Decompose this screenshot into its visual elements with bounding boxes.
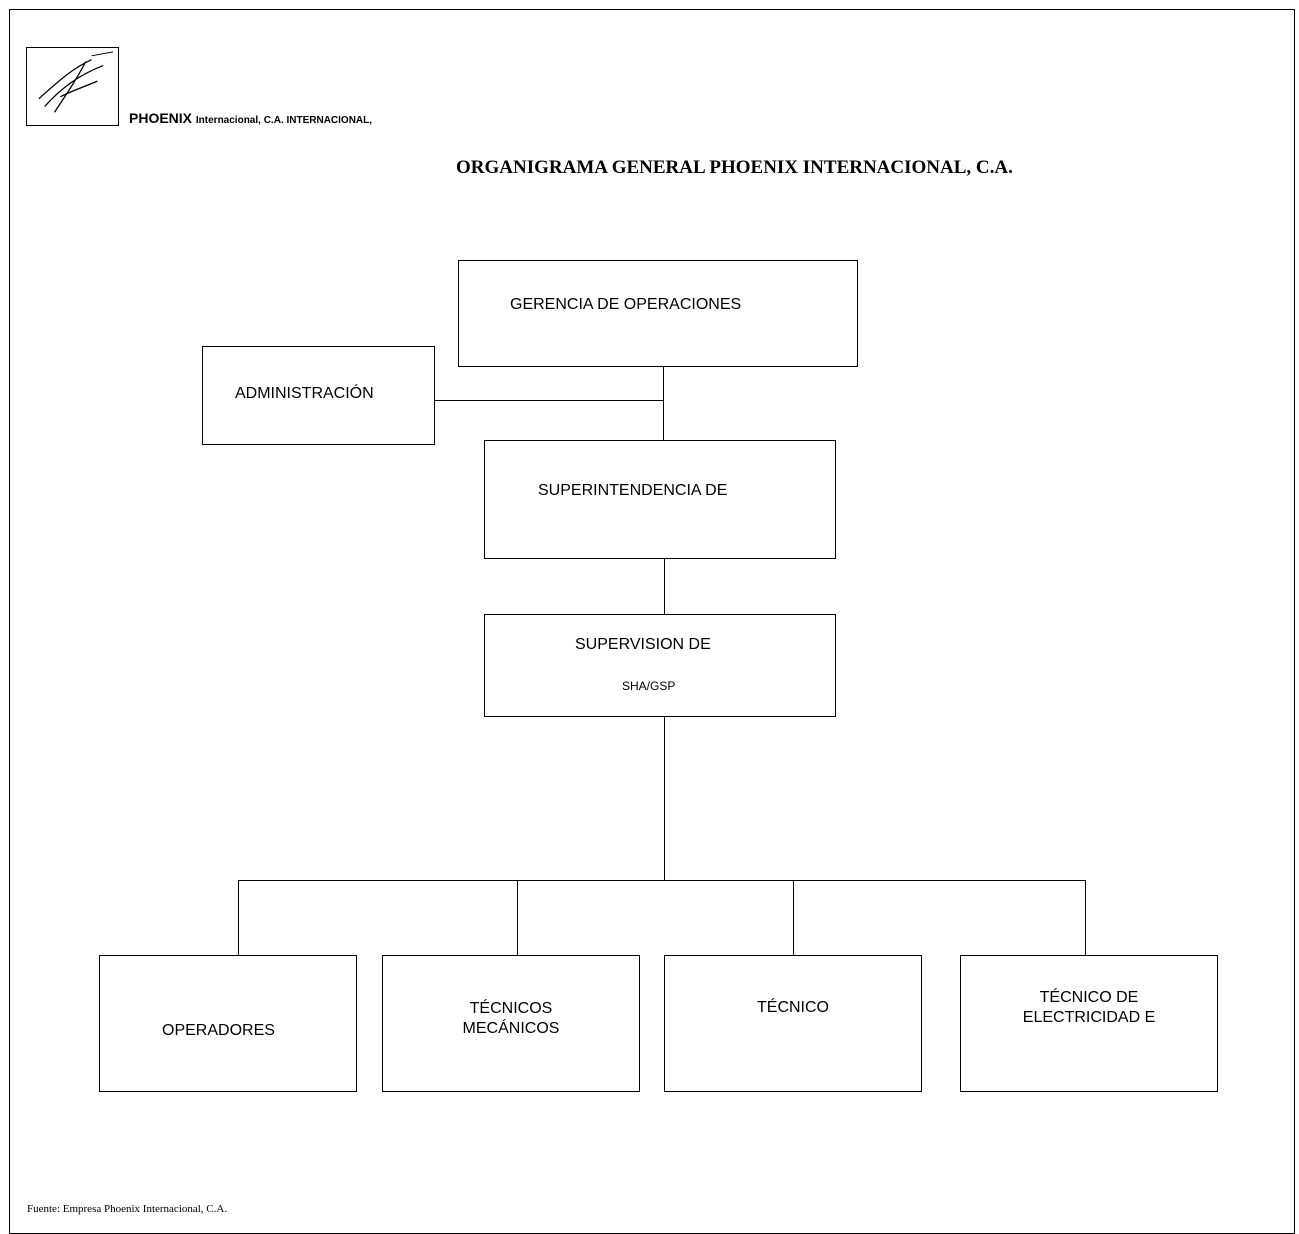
connector-staff-bus xyxy=(238,880,1085,881)
connector-gerencia-superintendencia xyxy=(663,366,664,441)
node-operadores: OPERADORES xyxy=(99,955,357,1092)
node-label: OPERADORES xyxy=(162,1022,275,1039)
node-tecnico-electricidad: TÉCNICO DE ELECTRICIDAD E xyxy=(960,955,1218,1092)
node-label-line1: TÉCNICO DE xyxy=(1039,989,1139,1006)
company-name: PHOENIX Internacional, C.A. INTERNACIONA… xyxy=(129,110,372,126)
node-sublabel: SHA/GSP xyxy=(622,679,676,693)
node-label: SUPERINTENDENCIA DE xyxy=(538,482,728,499)
node-label-line1: TÉCNICOS xyxy=(469,1000,553,1017)
node-label-line2: ELECTRICIDAD E xyxy=(1022,1009,1156,1026)
node-tecnico: TÉCNICO xyxy=(664,955,922,1092)
connector-operadores xyxy=(238,880,239,956)
node-label: GERENCIA DE OPERACIONES xyxy=(510,296,742,313)
node-label-line2: MECÁNICOS xyxy=(462,1020,560,1037)
connector-tecnico xyxy=(793,880,794,956)
node-label: SUPERVISION DE xyxy=(575,636,711,653)
signature-logo-icon xyxy=(38,51,114,113)
company-name-bold: PHOENIX xyxy=(129,110,193,126)
connector-tecnico-electricidad xyxy=(1085,880,1086,956)
company-logo xyxy=(26,47,119,126)
company-name-rest: Internacional, C.A. INTERNACIONAL, xyxy=(195,115,373,126)
node-superintendencia: SUPERINTENDENCIA DE xyxy=(484,440,836,559)
source-note: Fuente: Empresa Phoenix Internacional, C… xyxy=(27,1203,228,1215)
connector-administracion xyxy=(434,400,664,401)
connector-superintendencia-supervision xyxy=(664,558,665,615)
connector-supervision-staff xyxy=(664,716,665,881)
node-label: TÉCNICO xyxy=(757,999,829,1016)
connector-tecnicos-mecanicos xyxy=(517,880,518,956)
node-gerencia-operaciones: GERENCIA DE OPERACIONES xyxy=(458,260,858,367)
node-administracion: ADMINISTRACIÓN xyxy=(202,346,435,445)
node-tecnicos-mecanicos: TÉCNICOS MECÁNICOS xyxy=(382,955,640,1092)
node-label: ADMINISTRACIÓN xyxy=(235,385,374,402)
chart-title: ORGANIGRAMA GENERAL PHOENIX INTERNACIONA… xyxy=(456,157,1013,178)
node-supervision: SUPERVISION DE SHA/GSP xyxy=(484,614,836,717)
